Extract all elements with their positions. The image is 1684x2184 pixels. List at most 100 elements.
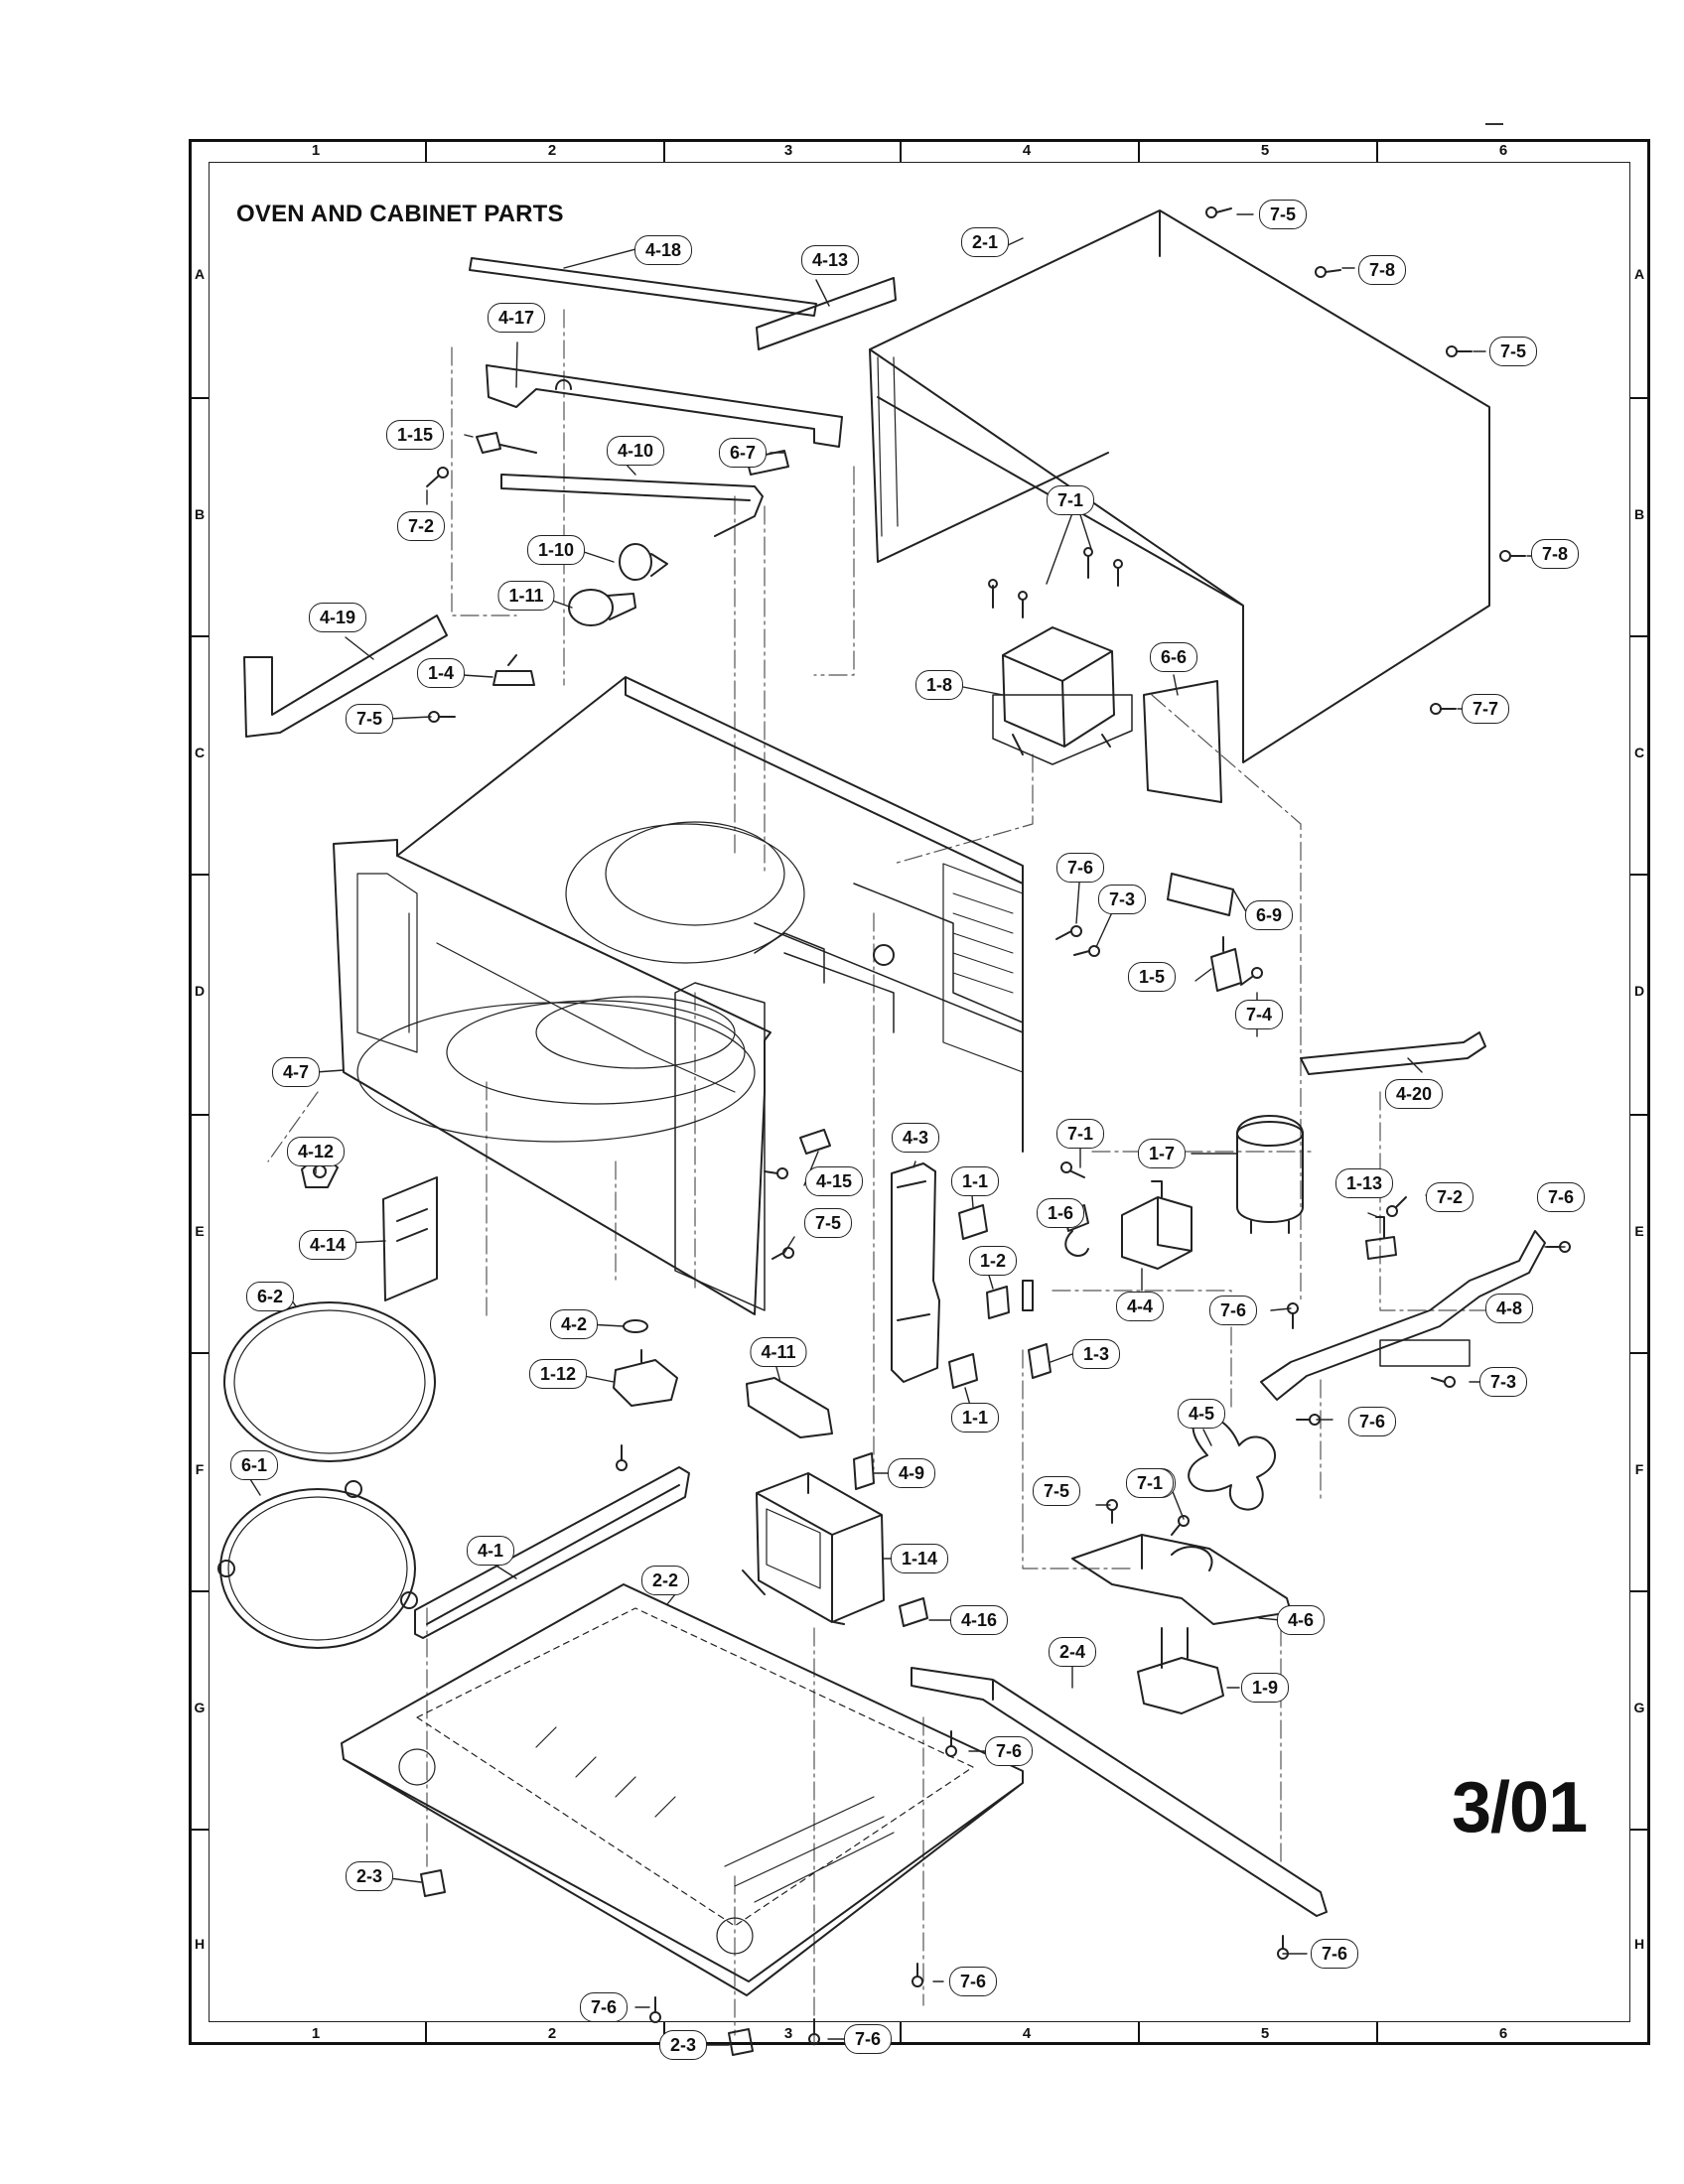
part-1-3 <box>1028 1343 1052 1379</box>
part-4-15 <box>799 1129 831 1155</box>
grid-row-label: H <box>1633 1936 1645 1952</box>
grid-col-label: 6 <box>1498 2025 1508 2042</box>
part-1-8 <box>1002 626 1115 748</box>
callout-2-3: 2-3 <box>658 2030 708 2060</box>
callout-4-1: 4-1 <box>466 1536 515 1566</box>
callout-7-1: 7-1 <box>1125 1468 1175 1498</box>
callout-4-14: 4-14 <box>298 1230 357 1260</box>
callout-1-13: 1-13 <box>1334 1168 1394 1198</box>
grid-col-label: 6 <box>1498 142 1508 159</box>
part-1-12 <box>613 1349 678 1407</box>
grid-row-label: D <box>1633 983 1645 999</box>
grid-col-label: 3 <box>783 2025 793 2042</box>
grid-row-label: C <box>1633 745 1645 760</box>
part-1-5 <box>1210 936 1242 992</box>
callout-7-6: 7-6 <box>579 1992 629 2022</box>
callout-1-15: 1-15 <box>385 420 445 450</box>
callout-1-9: 1-9 <box>1240 1673 1290 1703</box>
callout-7-2: 7-2 <box>1425 1182 1474 1212</box>
grid-col-label: 5 <box>1260 142 1270 159</box>
grid-tick <box>189 874 209 876</box>
part-4-4 <box>1121 1180 1193 1270</box>
grid-row-label: F <box>195 1461 205 1477</box>
screw-icons <box>426 206 1571 2045</box>
callout-1-5: 1-5 <box>1127 962 1177 992</box>
callout-6-7: 6-7 <box>718 438 768 468</box>
grid-col-label: 2 <box>547 142 557 159</box>
callout-7-6: 7-6 <box>1536 1182 1586 1212</box>
part-2-4 <box>911 1667 1328 1917</box>
callout-1-11: 1-11 <box>497 581 555 611</box>
part-4-11 <box>746 1377 833 1438</box>
callout-1-4: 1-4 <box>416 658 466 688</box>
part-1-2 <box>986 1280 1034 1319</box>
grid-row-label: G <box>194 1700 206 1715</box>
grid-row-label: D <box>194 983 206 999</box>
part-4-19 <box>243 614 448 738</box>
callout-7-6: 7-6 <box>1055 853 1105 883</box>
part-4-5 <box>1188 1415 1276 1511</box>
callout-7-5: 7-5 <box>803 1208 853 1238</box>
grid-row-label: H <box>194 1936 206 1952</box>
callout-1-6: 1-6 <box>1036 1198 1085 1228</box>
part-2-2 <box>341 1583 1024 1996</box>
diagram-title: OVEN AND CABINET PARTS <box>236 201 564 227</box>
grid-tick <box>900 139 902 162</box>
callout-7-3: 7-3 <box>1478 1367 1528 1397</box>
callout-7-6: 7-6 <box>1347 1407 1397 1436</box>
grid-row-label: A <box>1633 266 1645 282</box>
grid-row-label: E <box>1634 1223 1644 1239</box>
grid-tick <box>425 2022 427 2045</box>
callout-1-1: 1-1 <box>950 1403 1000 1433</box>
callout-4-19: 4-19 <box>308 603 367 632</box>
callout-7-6: 7-6 <box>948 1967 998 1996</box>
grid-col-label: 5 <box>1260 2025 1270 2042</box>
drawing-border-inner <box>209 162 1630 2022</box>
callout-7-6: 7-6 <box>1310 1939 1359 1969</box>
part-4-16 <box>899 1597 928 1627</box>
callout-4-20: 4-20 <box>1384 1079 1444 1109</box>
callout-4-6: 4-6 <box>1276 1605 1326 1635</box>
callout-4-5: 4-5 <box>1177 1399 1226 1429</box>
part-6-2 <box>223 1301 436 1462</box>
part-6-9 <box>1167 873 1234 916</box>
part-1-11 <box>568 589 614 626</box>
callout-7-1: 7-1 <box>1055 1119 1105 1149</box>
grid-tick <box>900 2022 902 2045</box>
callout-7-6: 7-6 <box>843 2024 893 2054</box>
callout-4-17: 4-17 <box>487 303 546 333</box>
part-4-1 <box>414 1466 690 1639</box>
grid-tick <box>189 397 209 399</box>
part-1-15 <box>476 432 537 454</box>
part-4-10 <box>500 474 764 537</box>
callout-4-16: 4-16 <box>949 1605 1009 1635</box>
callout-4-8: 4-8 <box>1484 1294 1534 1323</box>
part-4-6 <box>1071 1534 1292 1625</box>
callout-4-2: 4-2 <box>549 1309 599 1339</box>
part-1-4 <box>492 654 535 686</box>
callout-4-18: 4-18 <box>633 235 693 265</box>
guide-lines <box>267 309 1490 2046</box>
grid-tick <box>189 1352 209 1354</box>
callout-7-1: 7-1 <box>1046 485 1095 515</box>
grid-row-label: E <box>195 1223 205 1239</box>
callout-2-3: 2-3 <box>345 1861 394 1891</box>
callout-6-2: 6-2 <box>245 1282 295 1311</box>
part-6-6 <box>1143 680 1222 803</box>
grid-row-label: F <box>1634 1461 1644 1477</box>
part-1-1a <box>958 1204 988 1240</box>
part-1-7 <box>1236 1115 1304 1223</box>
callout-4-7: 4-7 <box>271 1057 321 1087</box>
grid-tick <box>1630 1829 1650 1831</box>
callout-4-15: 4-15 <box>804 1166 864 1196</box>
part-1-1b <box>948 1353 978 1389</box>
grid-tick <box>1630 1114 1650 1116</box>
callout-1-12: 1-12 <box>528 1359 588 1389</box>
part-4-13 <box>756 277 897 350</box>
callout-7-7: 7-7 <box>1461 694 1510 724</box>
callout-7-8: 7-8 <box>1530 539 1580 569</box>
part-4-3 <box>891 1162 940 1383</box>
grid-tick <box>1138 139 1140 162</box>
callout-6-6: 6-6 <box>1149 642 1198 672</box>
callout-1-14: 1-14 <box>890 1544 949 1573</box>
